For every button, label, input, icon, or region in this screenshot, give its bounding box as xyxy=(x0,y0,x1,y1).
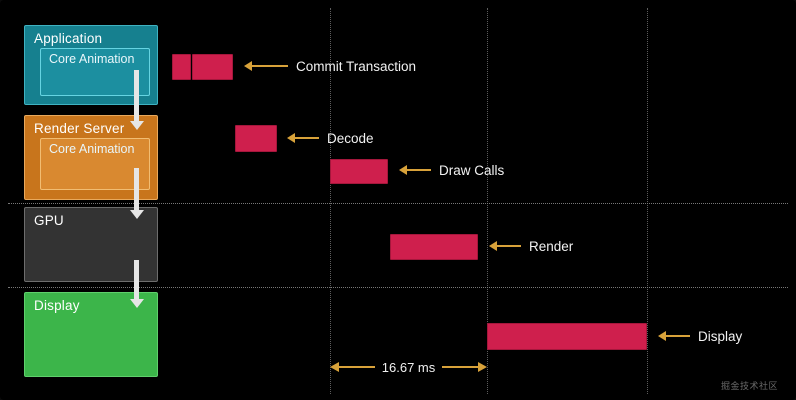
arrow-left-icon xyxy=(658,331,666,341)
stack-block-render-server-label: Render Server xyxy=(34,121,125,136)
callout-leader-line xyxy=(252,65,288,67)
timeline-bar-draw-calls xyxy=(330,159,388,184)
gridline-vertical-frame-end xyxy=(647,8,648,394)
gridline-horizontal-gpu-lane xyxy=(8,203,788,204)
callout-display: Display xyxy=(658,328,742,344)
callout-display-label: Display xyxy=(698,328,743,344)
gridline-vertical-frame-mid xyxy=(487,8,488,394)
gridline-horizontal-display-lane xyxy=(8,287,788,288)
arrow-left-icon xyxy=(244,61,252,71)
flow-arrow-gpu-to-display-icon xyxy=(134,260,139,300)
timeline-bar-commit-transaction-a xyxy=(172,54,191,80)
arrow-right-icon xyxy=(478,362,488,372)
flow-arrow-render-server-to-gpu-icon xyxy=(134,168,139,211)
callout-render-label: Render xyxy=(529,238,574,254)
callout-render: Render xyxy=(489,238,573,254)
measure-line-right xyxy=(442,366,479,368)
frame-duration-measure: 16.67 ms xyxy=(330,359,488,375)
stack-block-application: Application Core Animation xyxy=(24,25,158,105)
stack-inner-application-core-animation-label: Core Animation xyxy=(49,52,135,66)
gridline-vertical-frame-start xyxy=(330,8,331,394)
callout-leader-line xyxy=(295,137,319,139)
callout-leader-line xyxy=(497,245,521,247)
stack-inner-render-server-core-animation: Core Animation xyxy=(40,138,150,190)
callout-decode: Decode xyxy=(287,130,374,146)
timeline-bar-render xyxy=(390,234,478,260)
timeline-bar-commit-transaction-b xyxy=(192,54,233,80)
stack-block-gpu-label: GPU xyxy=(34,213,64,228)
stack-block-application-label: Application xyxy=(34,31,103,46)
arrow-left-icon xyxy=(287,133,295,143)
arrow-left-icon xyxy=(330,362,339,372)
timeline-bar-decode xyxy=(235,125,277,152)
stack-inner-application-core-animation: Core Animation xyxy=(40,48,150,96)
callout-decode-label: Decode xyxy=(327,130,374,146)
measure-line-left xyxy=(339,366,375,368)
callout-leader-line xyxy=(666,335,690,337)
callout-commit-transaction-label: Commit Transaction xyxy=(296,58,417,74)
callout-draw-calls-label: Draw Calls xyxy=(439,162,505,178)
arrow-left-icon xyxy=(399,165,407,175)
frame-duration-label: 16.67 ms xyxy=(381,359,436,375)
watermark: 掘金技术社区 xyxy=(720,381,778,391)
stack-block-display-label: Display xyxy=(34,298,80,313)
callout-leader-line xyxy=(407,169,431,171)
arrow-left-icon xyxy=(489,241,497,251)
flow-arrow-application-to-render-server-icon xyxy=(134,70,139,122)
callout-commit-transaction: Commit Transaction xyxy=(244,58,416,74)
timeline-bar-display xyxy=(487,323,647,350)
callout-draw-calls: Draw Calls xyxy=(399,162,504,178)
stack-inner-render-server-core-animation-label: Core Animation xyxy=(49,142,135,156)
